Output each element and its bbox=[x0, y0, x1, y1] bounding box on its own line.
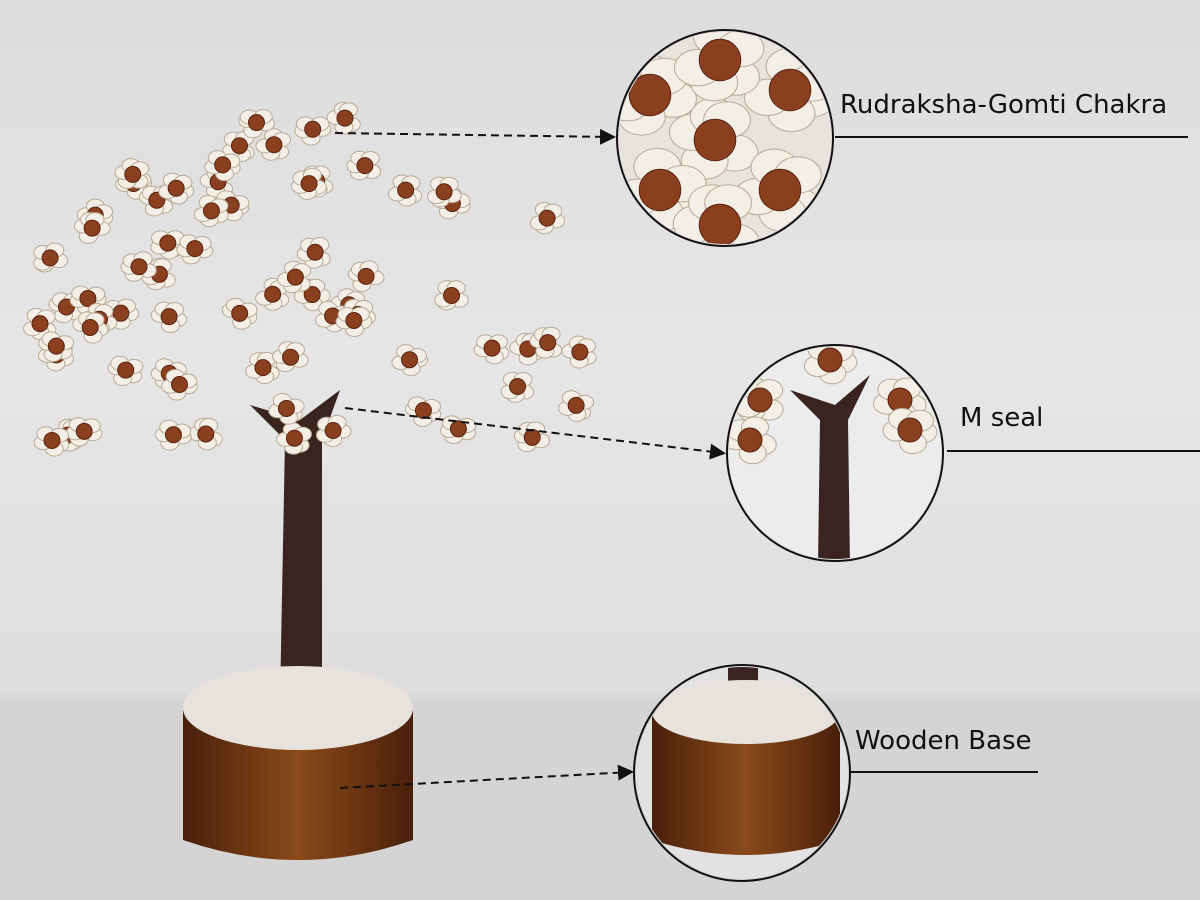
callout-underline bbox=[947, 450, 1200, 452]
arrow-mseal bbox=[344, 407, 726, 460]
tree-canopy bbox=[23, 101, 597, 457]
callout-label-mseal: M seal bbox=[960, 403, 1044, 433]
callout-underline bbox=[835, 136, 1188, 138]
inset-rudraksha bbox=[616, 29, 834, 247]
inset-mseal bbox=[726, 344, 944, 562]
arrow-base bbox=[339, 764, 634, 789]
callout-label-base: Wooden Base bbox=[855, 726, 1032, 756]
arrow-rudraksha bbox=[334, 128, 616, 145]
tree-product bbox=[23, 101, 597, 860]
inset-base bbox=[633, 664, 851, 882]
wooden-base bbox=[183, 710, 413, 860]
callout-underline bbox=[850, 771, 1038, 773]
callout-label-rudraksha: Rudraksha-Gomti Chakra bbox=[840, 90, 1168, 120]
tree-trunk bbox=[250, 390, 340, 700]
base-top-gravel bbox=[183, 666, 413, 750]
